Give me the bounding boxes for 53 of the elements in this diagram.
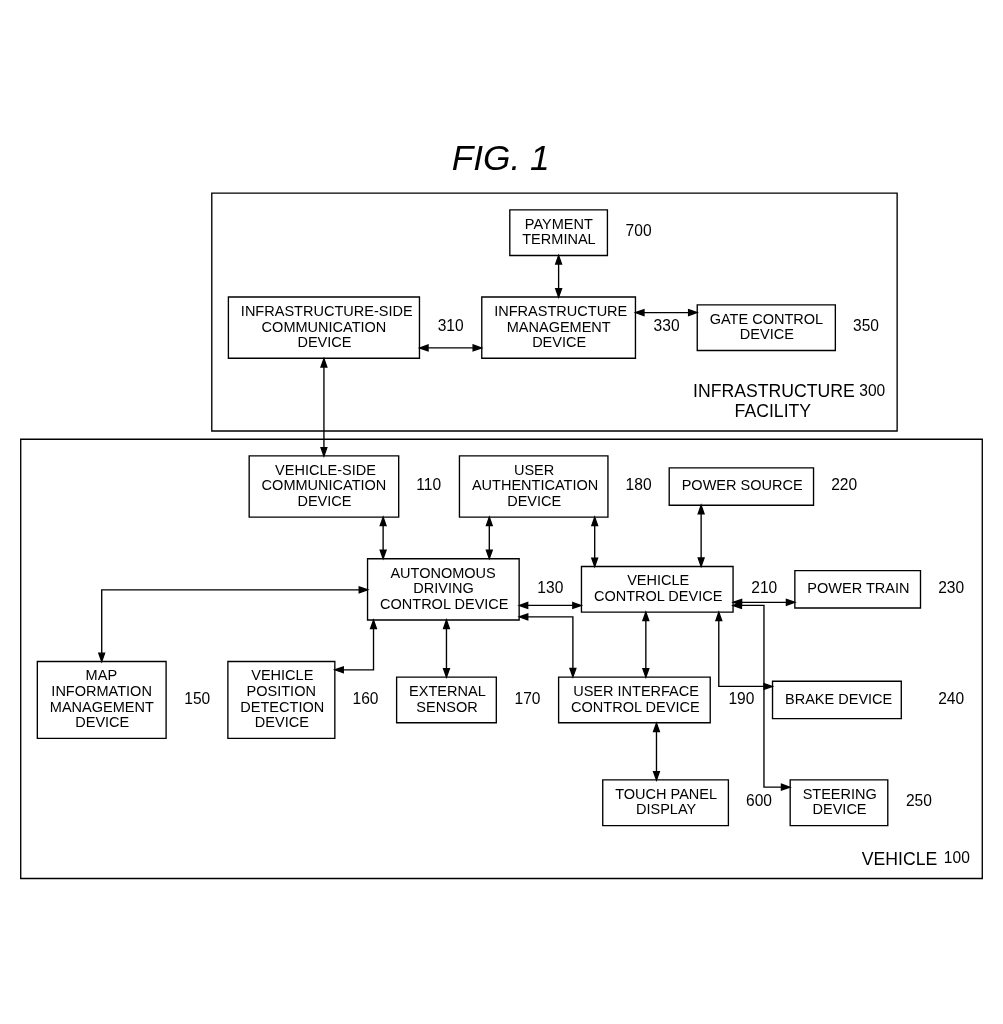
diagram-title: FIG. 1: [451, 137, 550, 177]
node-box: VEHICLE CONTROL DEVICE: [580, 565, 734, 613]
node-label: 600: [746, 791, 773, 809]
arrow: [641, 609, 650, 679]
arrow: [652, 720, 661, 782]
node-label: 170: [514, 689, 541, 707]
node-label: 240: [938, 689, 965, 707]
arrow: [697, 502, 705, 568]
node-box: MAP INFORMATION MANAGEMENT DEVICE: [36, 660, 167, 739]
node-label: 350: [853, 316, 879, 334]
arrow: [554, 253, 563, 299]
arrow: [517, 612, 577, 679]
node-label: 300: [859, 381, 886, 399]
node-label: 150: [184, 689, 211, 707]
node-label: 230: [938, 578, 965, 596]
node-box: EXTERNAL SENSOR: [395, 675, 497, 723]
node-box: PAYMENT TERMINAL: [509, 208, 609, 256]
arrow: [517, 601, 584, 609]
node-box: AUTONOMOUS DRIVING CONTROL DEVICE: [366, 557, 520, 621]
arrow: [332, 617, 378, 674]
node-label: 180: [625, 475, 652, 493]
node-box: USER INTERFACE CONTROL DEVICE: [557, 675, 711, 723]
arrow: [731, 601, 792, 791]
node-label: 220: [831, 475, 858, 493]
arrow: [417, 343, 484, 352]
node-box: POWER TRAIN: [794, 569, 922, 609]
node-label: 330: [653, 316, 680, 334]
node-box: POWER SOURCE: [668, 466, 815, 506]
node-label: 210: [751, 578, 778, 596]
node-box: BRAKE DEVICE: [771, 680, 902, 719]
arrow: [379, 514, 387, 561]
node-label: 130: [537, 578, 564, 596]
node-box: STEERING DEVICE: [789, 778, 889, 826]
arrow: [320, 356, 328, 458]
arrow: [590, 514, 599, 568]
node-label: 190: [728, 689, 755, 707]
node-label: 160: [352, 689, 379, 707]
node-box: GATE CONTROL DEVICE: [696, 303, 837, 351]
arrow: [97, 585, 370, 663]
node-label: 110: [416, 475, 442, 493]
arrow: [485, 514, 494, 561]
node-label: 700: [625, 221, 652, 239]
node-label: 310: [437, 316, 464, 334]
node-box: VEHICLE-SIDE COMMUNICATION DEVICE: [248, 454, 400, 518]
node-box: INFRASTRUCTURE-SIDE COMMUNICATION DEVICE: [227, 295, 421, 359]
node-box: TOUCH PANEL DISPLAY: [602, 778, 730, 826]
node-label: 250: [905, 791, 932, 809]
node-box: USER AUTHENTICATION DEVICE: [458, 454, 609, 518]
arrow: [442, 617, 451, 679]
node-box: VEHICLE POSITION DETECTION DEVICE: [227, 660, 336, 739]
node-box: INFRASTRUCTURE MANAGEMENT DEVICE: [481, 295, 637, 359]
node-label: 100: [943, 848, 970, 866]
arrow: [633, 308, 699, 316]
